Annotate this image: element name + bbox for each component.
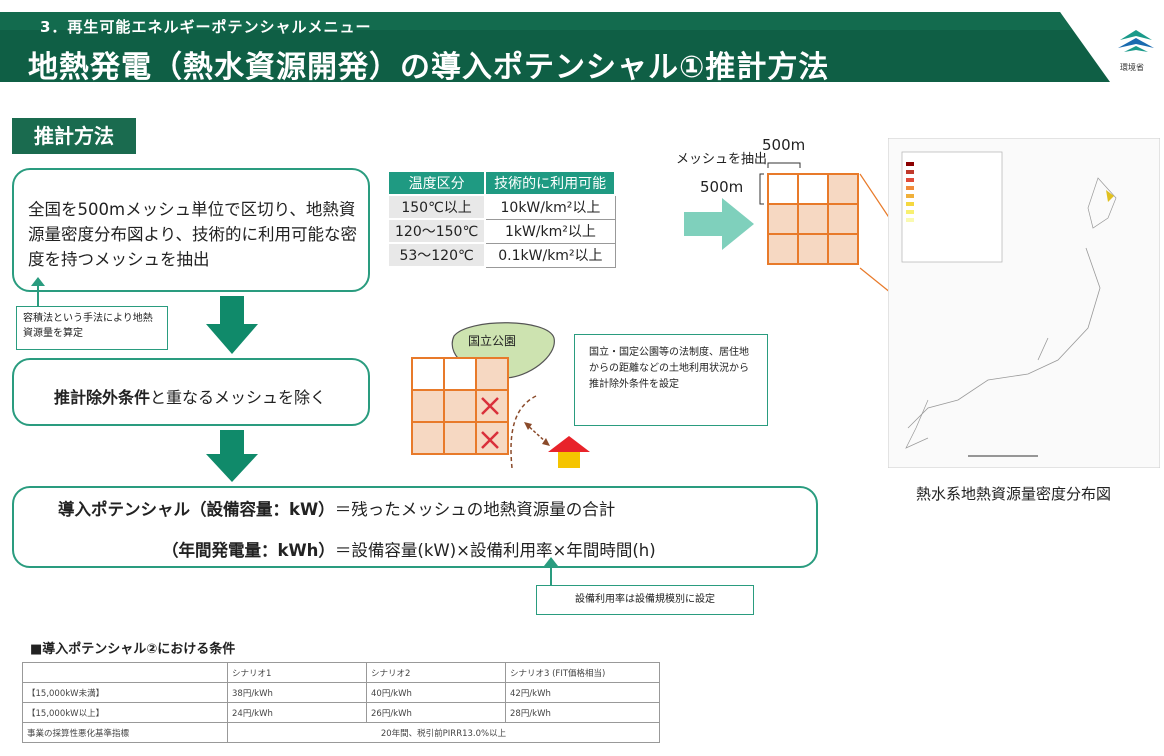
step2-box bbox=[12, 358, 370, 426]
step2-note: 国立・国定公園等の法制度、居住地からの距離などの土地利用状況から推計除外条件を設… bbox=[574, 334, 768, 426]
house-icon bbox=[548, 436, 590, 468]
exclusion-diagram bbox=[411, 322, 555, 468]
page-title: 地熱発電（熱水資源開発）の導入ポテンシャル①推計方法 bbox=[28, 50, 830, 85]
temperature-table: 温度区分 技術的に利用可能 150℃以上 10kW/km²以上 120～150℃… bbox=[386, 170, 617, 268]
conditions-table: シナリオ1 シナリオ2 シナリオ3 (FIT価格相当) 【15,000kW未満】… bbox=[22, 662, 660, 743]
table-cell: 事業の採算性悪化基準指標 bbox=[22, 722, 228, 743]
table-cell: 42円/kWh bbox=[505, 682, 660, 703]
table-header-cell bbox=[22, 662, 228, 683]
table-cell: 20年間、税引前PIRR13.0%以上 bbox=[227, 722, 660, 743]
table-cell: 26円/kWh bbox=[366, 702, 506, 723]
table-row: 事業の採算性悪化基準指標 20年間、税引前PIRR13.0%以上 bbox=[22, 722, 660, 743]
step1-box bbox=[12, 168, 370, 292]
ministry-logo-label: 環境省 bbox=[1120, 63, 1144, 72]
up-arrow-icon bbox=[544, 557, 558, 586]
formula-eq1: ＝残ったメッシュの地熱資源量の合計 bbox=[334, 500, 616, 519]
potential-cell: 1kW/km²以上 bbox=[484, 218, 616, 244]
mesh-grid bbox=[759, 162, 859, 265]
formula-note: 設備利用率は設備規模別に設定 bbox=[536, 585, 754, 615]
table-cell: 【15,000kW未満】 bbox=[22, 682, 228, 703]
formula-line2: （年間発電量：kWh）＝設備容量(kW)×設備利用率×年間時間(h) bbox=[162, 537, 656, 561]
temp-cell: 150℃以上 bbox=[386, 194, 487, 220]
potential-cell: 10kW/km²以上 bbox=[484, 194, 616, 220]
down-arrow-icon bbox=[206, 296, 258, 354]
table-cell: 24円/kWh bbox=[227, 702, 367, 723]
potential-header: 技術的に利用可能 bbox=[484, 170, 617, 196]
table-cell: 40円/kWh bbox=[366, 682, 506, 703]
map-caption: 熱水系地熱資源量密度分布図 bbox=[916, 485, 1112, 503]
mesh-width-label: 500m bbox=[762, 136, 806, 154]
formula-label1: 導入ポテンシャル（設備容量：kW） bbox=[58, 500, 335, 519]
header-banner bbox=[0, 12, 1110, 82]
section-label: 推計方法 bbox=[12, 118, 136, 154]
step2-bold-text: 推計除外条件 bbox=[54, 388, 151, 407]
down-arrow-icon bbox=[206, 430, 258, 482]
table-header-cell: シナリオ3 (FIT価格相当) bbox=[505, 662, 660, 683]
park-label: 国立公園 bbox=[468, 334, 517, 348]
formula-eq2: ＝設備容量(kW)×設備利用率×年間時間(h) bbox=[334, 541, 656, 560]
step1-text: 全国を500mメッシュ単位で区切り、地熱資源量密度分布図より、技術的に利用可能な… bbox=[28, 200, 358, 269]
temp-cell: 120～150℃ bbox=[386, 218, 487, 244]
step2-rest-text: と重なるメッシュを除く bbox=[150, 388, 327, 407]
table-cell: 38円/kWh bbox=[227, 682, 367, 703]
formula-box bbox=[12, 486, 818, 568]
potential-cell: 0.1kW/km²以上 bbox=[484, 242, 616, 268]
up-arrow-icon bbox=[31, 277, 45, 306]
geothermal-density-map bbox=[888, 138, 1160, 468]
conditions-title: ■導入ポテンシャル②における条件 bbox=[30, 642, 236, 657]
formula-line1: 導入ポテンシャル（設備容量：kW）＝残ったメッシュの地熱資源量の合計 bbox=[58, 496, 615, 520]
formula-label2: （年間発電量：kWh） bbox=[162, 541, 335, 560]
temp-cell: 53～120℃ bbox=[386, 242, 487, 268]
step1-note: 容積法という手法により地熱資源量を算定 bbox=[16, 306, 168, 350]
table-header-cell: シナリオ2 bbox=[366, 662, 506, 683]
table-row: 【15,000kW未満】 38円/kWh 40円/kWh 42円/kWh bbox=[22, 682, 660, 703]
step2-text: 推計除外条件と重なるメッシュを除く bbox=[54, 384, 326, 408]
ministry-logo-icon bbox=[1118, 30, 1154, 52]
header-subtitle: 3．再生可能エネルギーポテンシャルメニュー bbox=[40, 18, 372, 36]
table-cell: 28円/kWh bbox=[505, 702, 660, 723]
table-header-cell: シナリオ1 bbox=[227, 662, 367, 683]
mesh-height-label: 500m bbox=[700, 178, 744, 196]
table-row: 【15,000kW以上】 24円/kWh 26円/kWh 28円/kWh bbox=[22, 702, 660, 723]
table-cell: 【15,000kW以上】 bbox=[22, 702, 228, 723]
temp-header: 温度区分 bbox=[386, 170, 487, 196]
right-arrow-icon bbox=[684, 198, 754, 250]
mesh-extract-label: メッシュを抽出 bbox=[676, 152, 768, 167]
